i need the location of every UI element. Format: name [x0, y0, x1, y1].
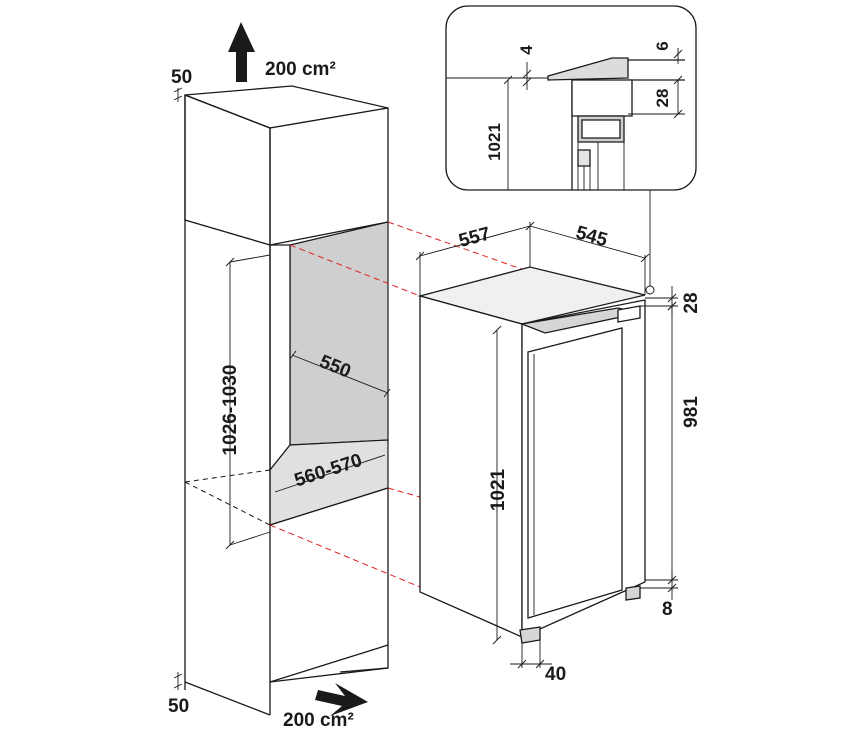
detail-inset: [445, 5, 697, 191]
cabinet: [184, 85, 389, 716]
foot-height-label: 8: [662, 599, 673, 620]
niche-depth-dimension: [289, 350, 391, 398]
detail-hinge-height-label: 28: [653, 89, 672, 108]
fridge-depth-dimension: [529, 225, 650, 295]
niche-height-dimension: [225, 254, 271, 550]
foot-depth-label: 40: [545, 664, 566, 685]
fridge-body-height-dimension: [645, 301, 678, 585]
detail-gap-top-label: 4: [517, 45, 536, 55]
detail-gap-right-dimension: [673, 48, 683, 64]
niche-width-dimension: [274, 454, 386, 493]
foot-depth-dimension: [510, 640, 552, 669]
top-gap-dimension: [173, 87, 183, 102]
detail-gap-top-dimension: [522, 62, 532, 90]
alignment-lines: [269, 221, 531, 588]
detail-gap-right-label: 6: [653, 41, 672, 50]
top-clearance-label: 28: [681, 292, 702, 313]
niche-height-label: 1026-1030: [220, 365, 241, 456]
fridge-door: [527, 327, 623, 619]
fridge-side: [419, 295, 523, 638]
fridge-body-height-label: 981: [681, 396, 702, 428]
bottom-gap-label: 50: [168, 696, 189, 717]
detail-callout-marker: [645, 285, 655, 295]
detail-height-dimension: [503, 75, 513, 190]
detail-height-label: 1021: [485, 123, 504, 161]
top-vent-arrow: [228, 22, 255, 82]
bottom-vent-arrow: [315, 683, 368, 716]
niche-cavity: [289, 221, 389, 446]
foot-height-dimension: [640, 572, 678, 600]
refrigerator: [417, 266, 646, 644]
top-vent-label: 200 cm²: [265, 59, 336, 80]
detail-hinge-height-dimension: [628, 75, 685, 119]
fridge-width-label: 557: [457, 223, 493, 251]
fridge-width-dimension: [415, 221, 535, 296]
fridge-total-height-dimension: [492, 325, 502, 645]
top-gap-label: 50: [171, 67, 192, 88]
fridge-depth-label: 545: [573, 222, 610, 251]
bottom-gap-dimension: [173, 672, 183, 690]
fridge-total-height-label: 1021: [488, 468, 509, 511]
bottom-vent-label: 200 cm²: [283, 710, 354, 730]
